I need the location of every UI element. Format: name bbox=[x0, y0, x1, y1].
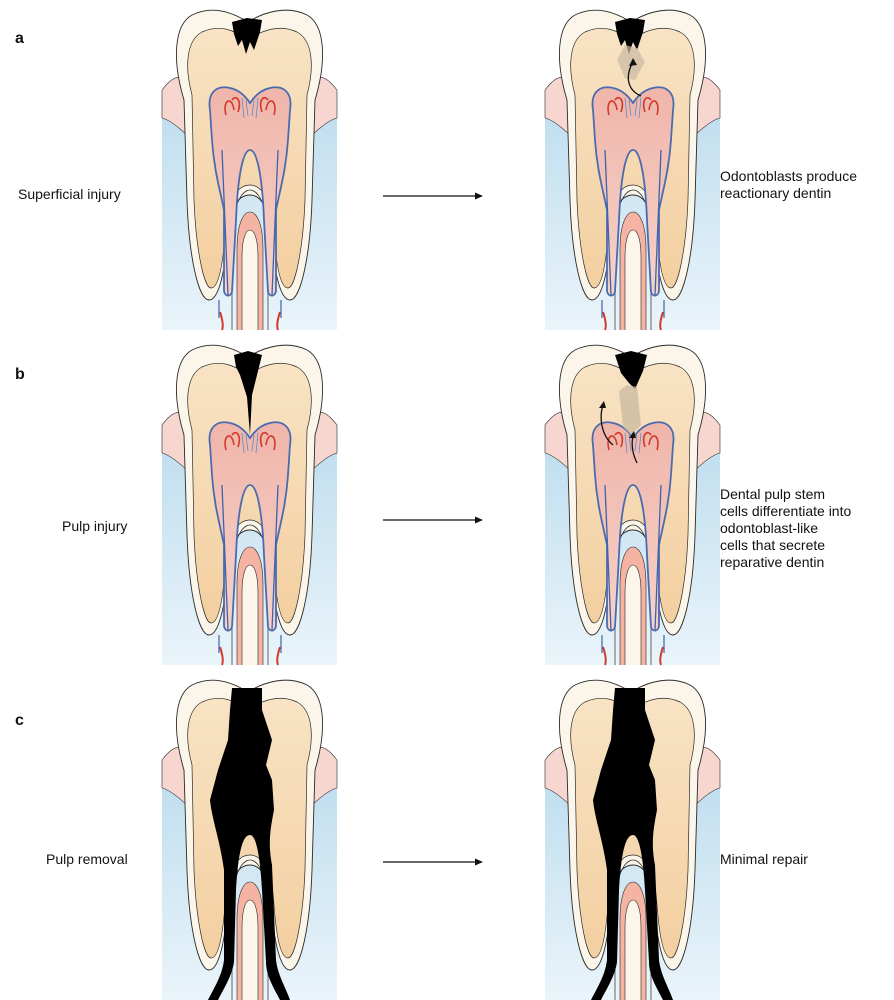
tooth-reparative-dentin bbox=[545, 335, 720, 665]
label-line: cells differentiate into bbox=[720, 503, 894, 520]
label-line: Minimal repair bbox=[720, 851, 894, 868]
arrow-b bbox=[383, 514, 483, 526]
tooth-reactionary-dentin bbox=[545, 0, 720, 330]
tooth-pulp-removal bbox=[162, 670, 337, 1000]
label-line: cells that secrete bbox=[720, 537, 894, 554]
tooth-superficial-injury bbox=[162, 0, 337, 330]
label-line: reparative dentin bbox=[720, 554, 894, 571]
label-pulp-injury: Pulp injury bbox=[62, 518, 127, 535]
tooth-minimal-repair bbox=[545, 670, 720, 1000]
tooth-pulp-injury bbox=[162, 335, 337, 665]
arrow-c bbox=[383, 856, 483, 868]
label-line: odontoblast-like bbox=[720, 520, 894, 537]
label-reactionary: Odontoblasts produce reactionary dentin bbox=[720, 168, 894, 202]
panel-label-a: a bbox=[15, 30, 24, 48]
label-line: Odontoblasts produce bbox=[720, 168, 894, 185]
label-line: Dental pulp stem bbox=[720, 486, 894, 503]
panel-label-c: c bbox=[15, 712, 24, 730]
label-line: reactionary dentin bbox=[720, 185, 894, 202]
label-pulp-removal: Pulp removal bbox=[46, 851, 128, 868]
panel-label-b: b bbox=[15, 366, 25, 384]
label-superficial-injury: Superficial injury bbox=[18, 186, 121, 203]
label-minimal-repair: Minimal repair bbox=[720, 851, 894, 868]
label-reparative: Dental pulp stem cells differentiate int… bbox=[720, 486, 894, 571]
arrow-a bbox=[383, 190, 483, 202]
